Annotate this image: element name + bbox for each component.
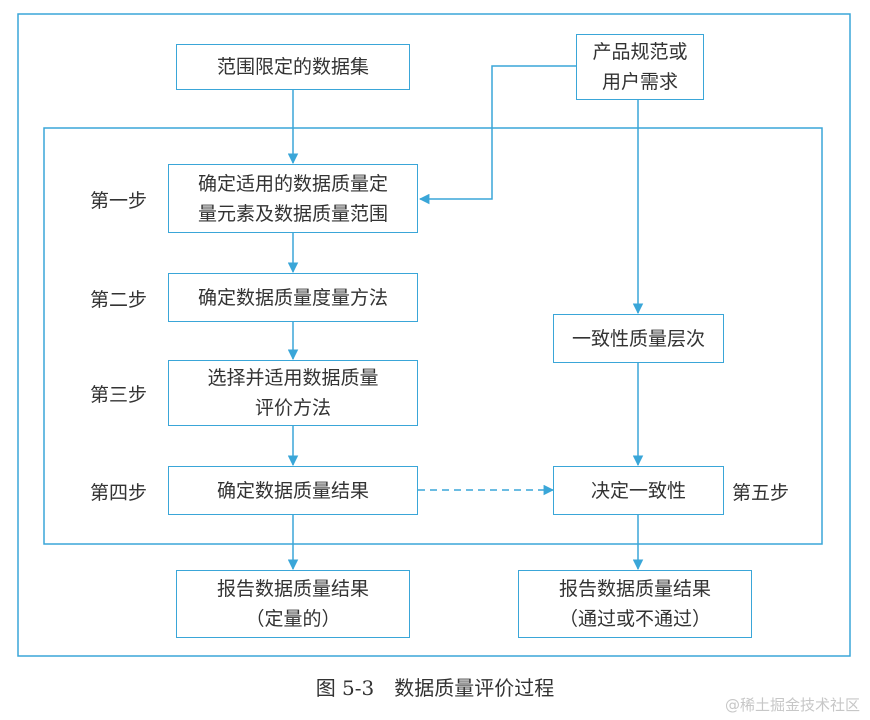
step-label-5: 第五步	[732, 482, 790, 504]
figure-caption: 图 5-3 数据质量评价过程	[315, 676, 555, 700]
step-label-1: 第一步	[90, 190, 148, 212]
node-determine-results: 确定数据质量结果	[168, 466, 418, 515]
inner-frame	[43, 127, 823, 545]
node-determine-measures: 确定数据质量度量方法	[168, 273, 418, 322]
step-label-4: 第四步	[90, 482, 148, 504]
step-label-2: 第二步	[90, 289, 148, 311]
watermark: @稀土掘金技术社区	[724, 696, 860, 714]
node-determine-conformance: 决定一致性	[553, 466, 724, 515]
node-determine-elements: 确定适用的数据质量定 量元素及数据质量范围	[168, 164, 418, 233]
node-select-methods: 选择并适用数据质量 评价方法	[168, 360, 418, 426]
node-conformance-level: 一致性质量层次	[553, 314, 724, 363]
node-report-quantitative: 报告数据质量结果 （定量的）	[176, 570, 410, 638]
arrow-spec-to-step1	[418, 65, 576, 205]
outer-frame	[17, 13, 851, 657]
node-product-spec: 产品规范或 用户需求	[576, 34, 704, 100]
node-report-pass-fail: 报告数据质量结果 （通过或不通过）	[518, 570, 752, 638]
node-dataset: 范围限定的数据集	[176, 44, 410, 90]
step-label-3: 第三步	[90, 384, 148, 406]
